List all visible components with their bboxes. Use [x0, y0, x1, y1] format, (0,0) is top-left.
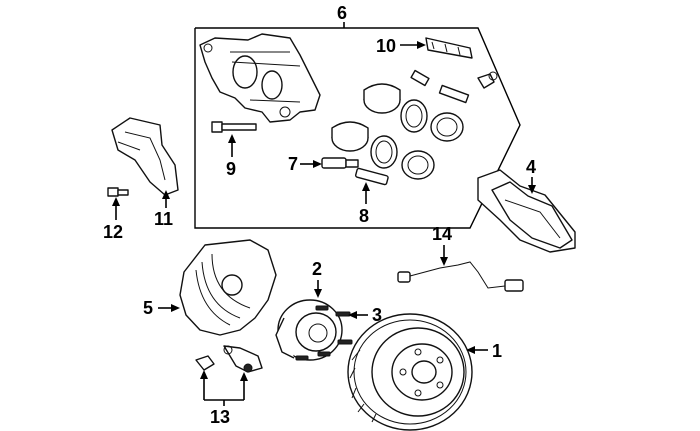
pad-hardware [425, 37, 473, 59]
abs-sensor-parts [195, 345, 263, 373]
callout-13: 13 [210, 407, 230, 427]
callout-7: 7 [288, 154, 298, 174]
callout-4: 4 [526, 157, 536, 177]
caliper-bracket [111, 117, 179, 196]
callout-11: 11 [154, 209, 173, 229]
brake-caliper [199, 33, 321, 123]
callout-5: 5 [143, 298, 153, 318]
callout-8: 8 [359, 206, 369, 226]
guide-pin-boot [355, 167, 389, 186]
callout-2: 2 [312, 259, 322, 279]
splash-shield [179, 239, 277, 336]
bleeder-screw [410, 69, 498, 104]
callout-10: 10 [376, 36, 396, 56]
callout-1: 1 [492, 341, 502, 361]
callout-12: 12 [103, 222, 123, 242]
callout-9: 9 [226, 159, 236, 179]
caliper-bolt [211, 121, 257, 133]
brake-pads [477, 169, 576, 253]
callout-3: 3 [372, 305, 382, 325]
bracket-bolt [107, 187, 129, 197]
caliper-pistons [331, 83, 464, 180]
callout-6: 6 [337, 3, 347, 23]
brake-rotor [347, 313, 473, 431]
wheel-hub [275, 299, 353, 361]
guide-pin [321, 157, 359, 169]
wear-sensor [397, 261, 524, 292]
callout-14: 14 [432, 224, 452, 244]
